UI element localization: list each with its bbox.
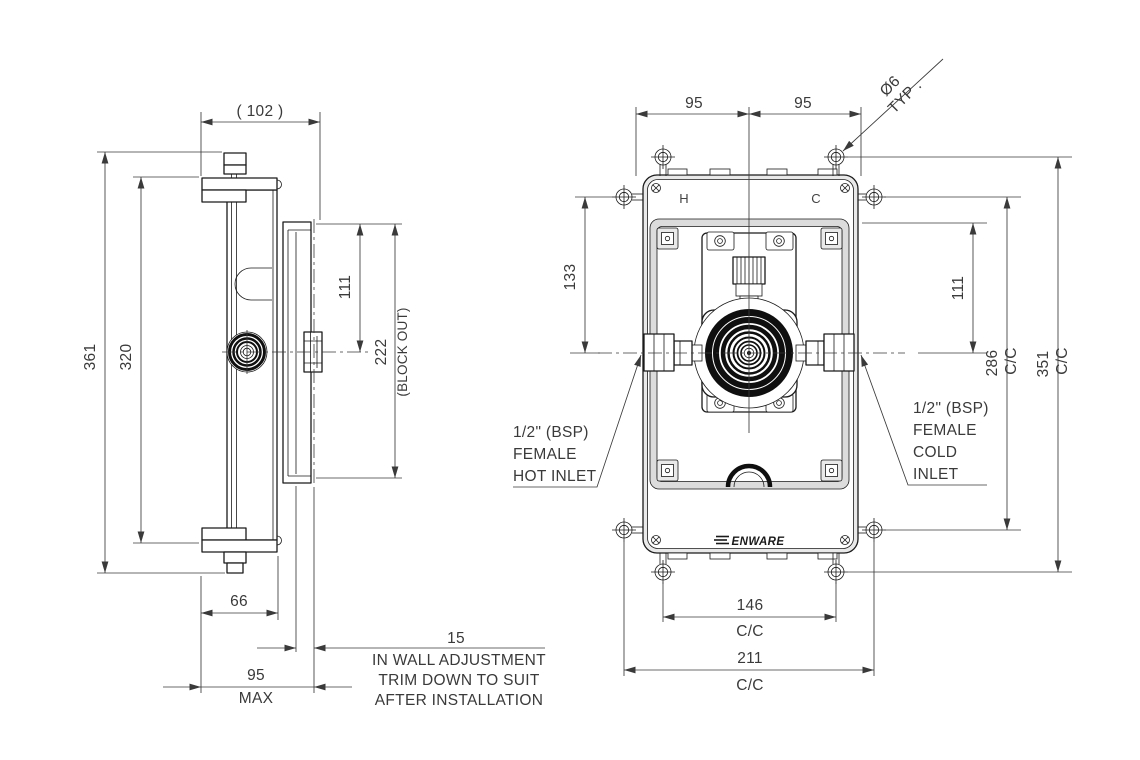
dim-286-cc: 286 C/C <box>884 196 1021 531</box>
dim-146-cc: 146 C/C <box>662 582 837 640</box>
cold-inlet-note: 1/2" (BSP) FEMALE COLD INLET <box>860 354 989 486</box>
outlet-notch <box>725 463 773 488</box>
dim-overall-width: ( 102 ) <box>200 103 321 220</box>
dim-text-286: 286 <box>984 350 1001 377</box>
dim-text-95-left: 95 <box>685 95 703 112</box>
dim-text-351: 351 <box>1035 351 1052 378</box>
hole-callout: Ø6 TYP . <box>842 58 944 152</box>
dim-text-102: ( 102 ) <box>237 103 284 120</box>
dim-inwall-adjustment: 15 IN WALL ADJUSTMENT TRIM DOWN TO SUIT … <box>257 486 546 709</box>
brand-logo: ENWARE <box>714 535 785 548</box>
dim-text-211-cc: C/C <box>736 677 764 694</box>
corner-bracket <box>820 459 843 482</box>
dim-text-222: 222 <box>373 339 390 366</box>
cold-inlet-line3: COLD <box>913 444 957 461</box>
dim-text-351-cc: C/C <box>1054 347 1071 375</box>
hot-inlet-line2: FEMALE <box>513 446 577 463</box>
dim-max-depth: 95 MAX <box>163 490 352 707</box>
note-inwall-3: AFTER INSTALLATION <box>375 692 543 709</box>
dim-text-146-cc: C/C <box>736 623 764 640</box>
dim-body-depth: 66 <box>200 556 279 693</box>
cold-port-label: C <box>811 191 820 206</box>
corner-bracket <box>656 227 679 250</box>
dim-text-320: 320 <box>118 344 135 371</box>
dim-body-height: 320 <box>118 176 199 544</box>
dim-text-max: MAX <box>239 690 274 707</box>
dim-text-111-front: 111 <box>950 276 967 300</box>
dim-text-111-side: 111 <box>337 275 354 299</box>
dim-centre-from-top-side: 111 <box>316 223 402 352</box>
dim-111-front: 111 <box>862 222 987 354</box>
hot-inlet-line3: HOT INLET <box>513 468 597 485</box>
fixing-screws <box>611 144 887 585</box>
front-view: H C ENWARE 95 95 Ø6 TYP . <box>513 58 1072 694</box>
cold-inlet-line4: INLET <box>913 466 959 483</box>
dim-text-blockout: (BLOCK OUT) <box>395 307 410 396</box>
valve-body-side <box>201 152 282 574</box>
dim-133: 133 <box>562 196 616 354</box>
dim-text-133: 133 <box>562 264 579 291</box>
note-inwall-1: IN WALL ADJUSTMENT <box>372 652 546 669</box>
side-view: ( 102 ) 361 320 111 222 (BLOCK OUT) <box>82 103 546 709</box>
dim-top-stud-spacing: 95 95 <box>635 95 862 176</box>
brand-text: ENWARE <box>732 536 785 548</box>
hot-inlet-note: 1/2" (BSP) FEMALE HOT INLET <box>513 354 642 488</box>
dim-text-15: 15 <box>447 630 465 647</box>
note-inwall-2: TRIM DOWN TO SUIT <box>378 672 539 689</box>
dim-text-95-right: 95 <box>794 95 812 112</box>
dim-351-cc: 351 C/C <box>848 156 1072 573</box>
dim-text-66: 66 <box>230 593 248 610</box>
dim-text-211: 211 <box>737 650 763 667</box>
cold-inlet-line2: FEMALE <box>913 422 977 439</box>
hot-port-label: H <box>679 191 688 206</box>
dim-overall-height: 361 <box>82 151 225 574</box>
dim-blockout: 222 (BLOCK OUT) <box>316 224 410 479</box>
cold-inlet-line1: 1/2" (BSP) <box>913 400 989 417</box>
corner-bracket <box>656 459 679 482</box>
dim-211-cc: 211 C/C <box>623 542 875 694</box>
dim-text-361: 361 <box>82 344 99 371</box>
corner-bracket <box>820 227 843 250</box>
dim-text-286-cc: C/C <box>1003 347 1020 375</box>
hot-inlet-line1: 1/2" (BSP) <box>513 424 589 441</box>
dim-text-146: 146 <box>737 597 764 614</box>
blockout-cover-side <box>282 221 323 484</box>
dim-text-95max: 95 <box>247 667 265 684</box>
